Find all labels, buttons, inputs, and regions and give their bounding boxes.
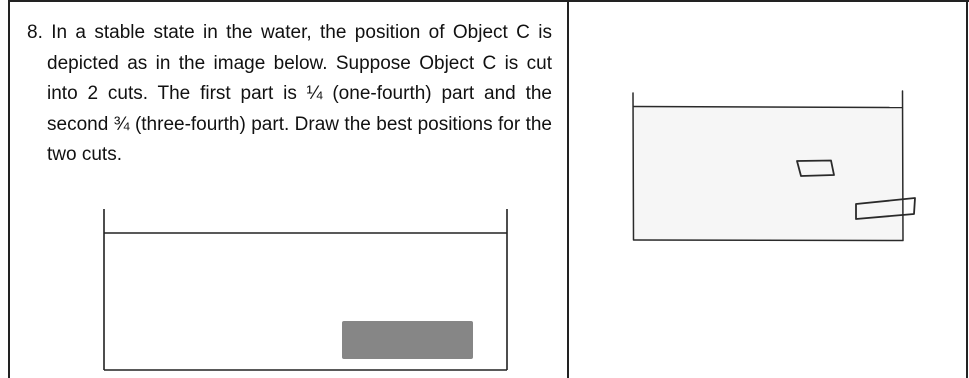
large-cut-piece [855,197,916,220]
small-cut-piece [796,159,835,177]
question-text: 8. In a stable state in the water, the p… [27,22,552,165]
column-divider [567,0,569,378]
table-top-border [8,0,969,2]
sketch-tank-outline [632,90,904,242]
table-left-border [8,0,10,378]
table-right-border [966,0,968,378]
answer-sketch [632,90,916,242]
sketch-water-surface [632,105,903,109]
sketch-water [633,107,902,240]
tank-diagram [103,209,508,371]
object-c [342,321,473,359]
